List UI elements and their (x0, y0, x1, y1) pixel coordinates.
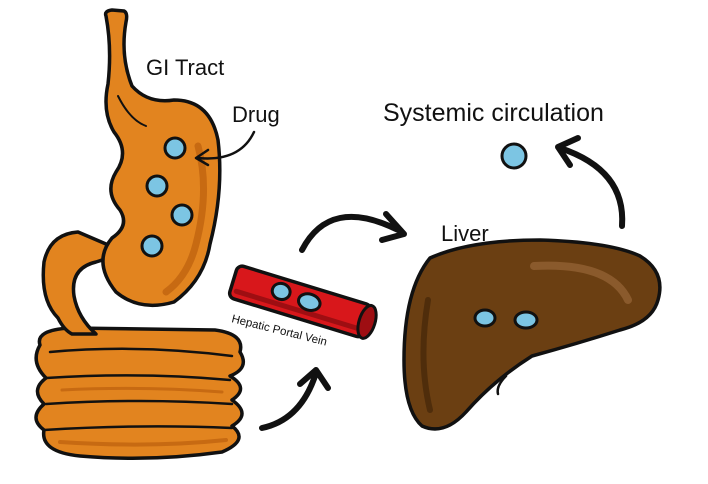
drug-particle-icon (297, 292, 322, 312)
curved-arrow-icon (259, 367, 331, 431)
drug-particle-icon (473, 308, 497, 328)
liver-label: Liver (441, 221, 489, 246)
drug-particle-icon (140, 234, 164, 258)
drug-pointer-arrow (194, 130, 256, 167)
drug-particles-stomach (140, 136, 194, 258)
intestine-icon (34, 326, 246, 460)
drug-particle-icon (145, 174, 169, 198)
systemic-circulation-label: Systemic circulation (383, 99, 604, 127)
liver-icon (402, 238, 662, 431)
gi-tract-label: GI Tract (146, 55, 224, 80)
drug-particle-icon (270, 281, 292, 302)
drug-particle-icon (500, 142, 528, 170)
drug-particle-icon (513, 310, 539, 330)
drug-label: Drug (232, 102, 280, 127)
curved-arrow-icon (299, 211, 407, 253)
drug-particle-icon (163, 136, 187, 160)
drug-particle-icon (170, 203, 194, 227)
stomach-icon (101, 8, 222, 308)
curved-arrow-icon (555, 135, 626, 229)
blood-vessel-icon (227, 264, 378, 340)
gi-tract (34, 8, 246, 460)
duodenum (41, 230, 122, 336)
